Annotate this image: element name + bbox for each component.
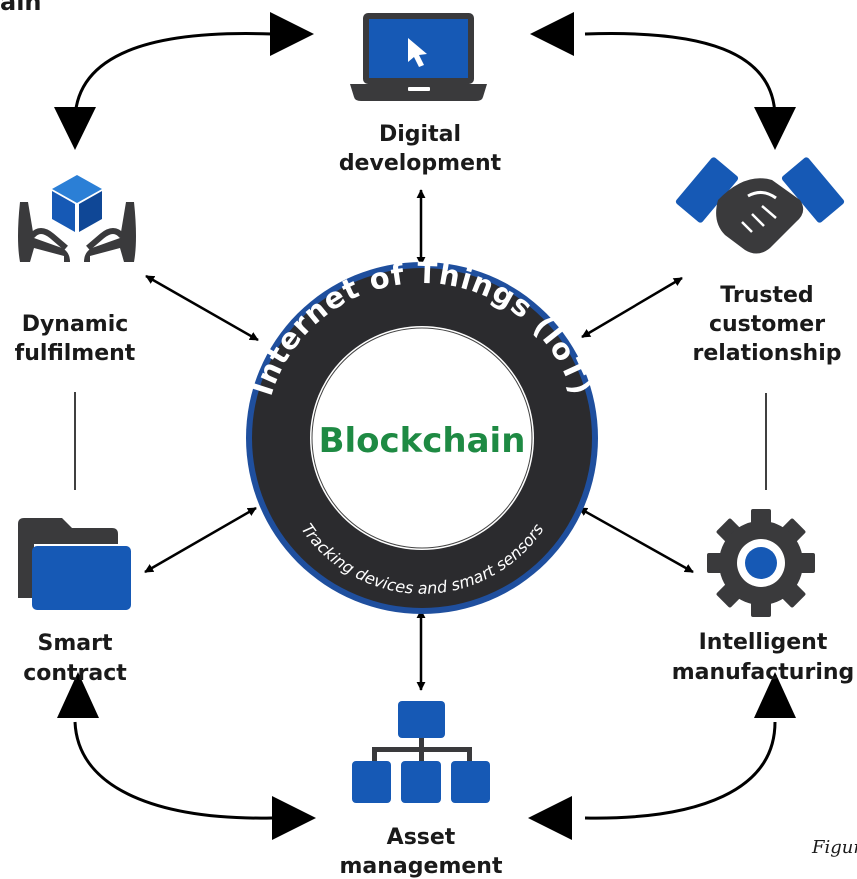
hands-box-icon [18,175,136,262]
hierarchy-icon [352,701,490,803]
outer-arrowheads [54,12,796,840]
arrow-hub-dynamic [145,274,259,342]
node-dynamic-fulfilment: Dynamic fulfilment [15,175,136,366]
arrow-smart-asset [73,721,273,820]
side-connectors [74,392,767,490]
folder-icon [18,518,131,610]
center-label: Blockchain [319,421,526,461]
node-digital-development: Digital development [339,13,502,176]
node-trusted-customer-relationship: Trusted customer relationship [675,157,845,366]
label-digital-line2: development [339,151,502,176]
arrow-hub-trusted [581,276,683,339]
header-title-fragment: ain [0,0,42,16]
node-smart-contract: Smart contract [18,518,131,686]
node-intelligent-manufacturing: Intelligent manufacturing [672,509,855,685]
arrow-intelligent-asset [584,721,777,820]
label-digital-line1: Digital [379,122,461,147]
label-dynamic-line2: fulfilment [15,341,136,366]
gear-icon [707,509,815,617]
label-intelligent-line1: Intelligent [699,630,828,655]
label-intelligent-line2: manufacturing [672,660,855,685]
hub-arrows [144,189,694,691]
handshake-icon [675,157,845,254]
label-asset-line1: Asset [387,825,456,850]
arrow-digital-dynamic [73,32,273,119]
node-asset-management: Asset management [340,701,503,879]
central-hub: Internet of Things (IoT) Tracking device… [245,256,598,614]
arrow-hub-smart [144,506,257,574]
label-trusted-line3: relationship [692,341,841,366]
arrow-digital-trusted [584,32,777,119]
label-dynamic-line1: Dynamic [22,312,129,337]
label-trusted-line1: Trusted [720,283,813,308]
label-trusted-line2: customer [709,312,825,337]
label-asset-line2: management [340,854,503,879]
label-smart-line1: Smart [38,631,113,656]
laptop-icon [350,13,487,101]
caption-fragment: Figur [811,837,857,858]
outer-arrows [73,32,777,820]
arrow-hub-intelligent [578,506,694,574]
label-smart-line2: contract [23,661,127,686]
